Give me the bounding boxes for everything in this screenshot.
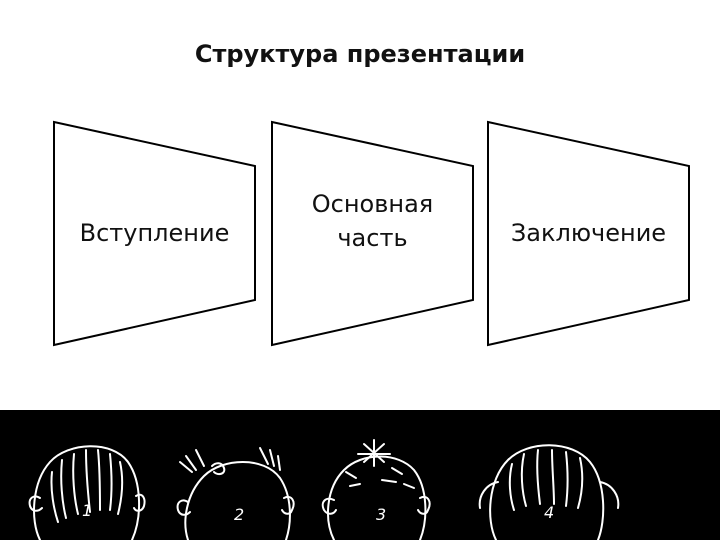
- audience-band: 1 2 3 4: [0, 410, 720, 540]
- head-1-number: 1: [82, 501, 92, 520]
- structure-diagram: Вступление Основная часть Заключение: [52, 120, 691, 348]
- head-4-number: 4: [544, 503, 554, 522]
- head-4-sketch: [478, 444, 620, 540]
- stage-main-label: Основная часть: [311, 190, 434, 252]
- head-3-number: 3: [376, 505, 386, 524]
- slide-title: Структура презентации: [194, 40, 526, 68]
- stage-conclusion-shape: [487, 120, 690, 347]
- stage-conclusion: Заключение: [486, 120, 691, 348]
- head-2-sketch: [176, 447, 295, 540]
- stage-intro-label: Вступление: [79, 219, 230, 248]
- head-2-number: 2: [234, 505, 244, 524]
- stage-conclusion-label: Заключение: [510, 219, 667, 248]
- audience-illustration: 1 2 3 4: [28, 439, 620, 540]
- stage-intro: Вступление: [52, 120, 257, 348]
- head-3-sketch: [321, 439, 431, 540]
- stage-main: Основная часть: [270, 120, 475, 348]
- stage-intro-shape: [53, 120, 256, 347]
- stage-main-shape: [271, 120, 474, 347]
- head-1-sketch: [28, 445, 146, 540]
